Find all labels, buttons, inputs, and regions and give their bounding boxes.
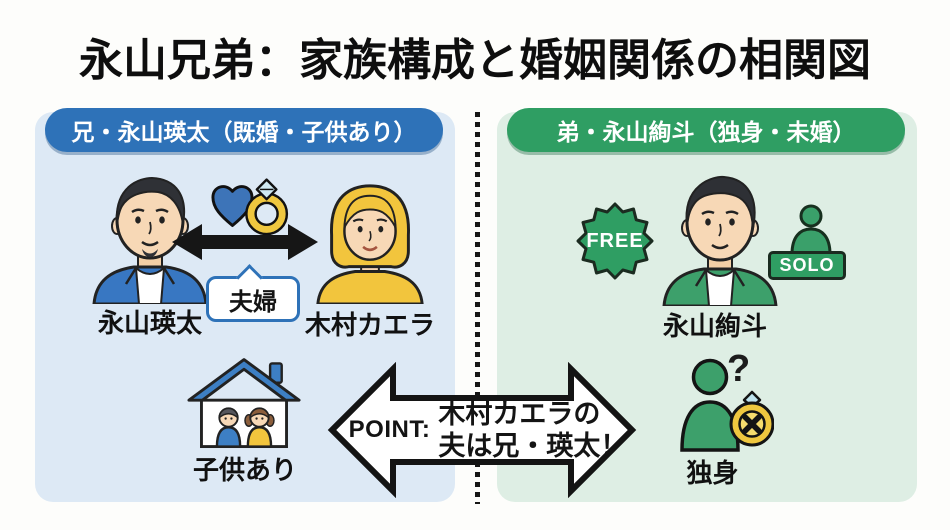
children-label: 子供あり (192, 455, 297, 485)
avatar-kimura-kaela (316, 184, 424, 304)
single-label: 独身 (686, 458, 739, 488)
point-line2: 夫は兄・瑛太！ (438, 431, 628, 461)
married-brother-header: 兄・永山瑛太（既婚・子供あり） (45, 108, 443, 152)
heart-ring-icon (211, 178, 289, 236)
single-brother-header: 弟・永山絢斗（独身・未婚） (507, 108, 905, 152)
brother-name-label: 永山絢斗 (662, 311, 767, 341)
point-callout-arrow: POINT: 木村カエラの 夫は兄・瑛太！ (327, 362, 637, 498)
dotted-divider-line (475, 112, 480, 504)
page-title: 永山兄弟：家族構成と婚姻関係の相関図 (79, 36, 871, 85)
point-line1: 木村カエラの (438, 398, 601, 429)
free-badge-label: FREE (586, 229, 644, 252)
point-prefix: POINT: (348, 416, 431, 443)
wife-name-label: 木村カエラ (304, 310, 435, 340)
starburst-badge-icon: FREE (575, 201, 655, 281)
person-no-ring-icon (680, 358, 774, 452)
person-stamp-icon (790, 204, 832, 254)
avatar-nagayama-kento (662, 175, 778, 306)
double-arrow-icon (172, 224, 318, 260)
avatar-nagayama-eita (92, 176, 208, 304)
solo-stamp-label: SOLO (768, 251, 846, 280)
house-family-icon (187, 358, 301, 449)
couple-speech-bubble: 夫婦 (206, 276, 300, 322)
question-mark: ? (727, 348, 751, 390)
husband-name-label: 永山瑛太 (97, 308, 202, 338)
point-callout-text: POINT: 木村カエラの 夫は兄・瑛太！ (349, 362, 628, 498)
